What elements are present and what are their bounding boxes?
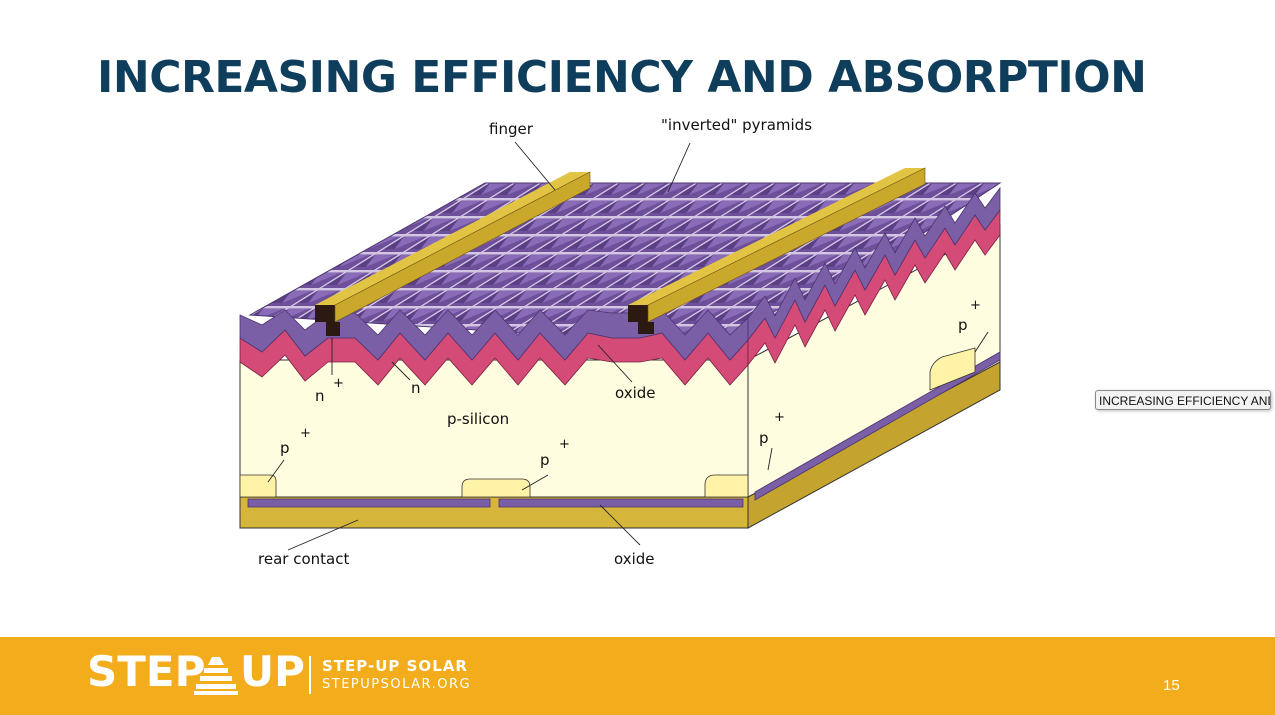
label-n-plus: n <box>315 387 325 405</box>
leader-lines <box>267 141 989 551</box>
label-n-plus-sup: + <box>333 376 344 391</box>
label-p-plus-side: p <box>958 316 968 334</box>
label-rear-contact: rear contact <box>258 550 350 568</box>
side-pyramid-edge <box>747 186 1001 342</box>
label-inverted-pyramids: "inverted" pyramids <box>661 116 813 134</box>
label-n: n <box>411 379 421 397</box>
label-p-plus-left-sup: + <box>300 426 311 441</box>
label-p-plus-corner: p <box>759 429 769 447</box>
brand-name: STEP-UP SOLAR <box>322 657 468 675</box>
tooltip: INCREASING EFFICIENCY AND ... <box>1095 390 1271 410</box>
p-plus-region <box>704 474 749 498</box>
slide-title: INCREASING EFFICIENCY AND ABSORPTION <box>97 52 1147 103</box>
page-number: 15 <box>1163 677 1180 694</box>
oxide-strip <box>498 498 744 508</box>
label-finger: finger <box>489 120 533 138</box>
label-p-plus-mid-sup: + <box>559 437 570 452</box>
label-p-plus-left: p <box>280 439 290 457</box>
brand-url: STEPUPSOLAR.ORG <box>322 677 472 692</box>
label-oxide-bottom: oxide <box>614 550 655 568</box>
label-p-plus-side-sup: + <box>970 298 981 313</box>
oxide-strip-side <box>754 351 1001 501</box>
logo-step-text: STEP <box>87 647 206 696</box>
label-p-silicon: p-silicon <box>447 410 510 428</box>
p-plus-region <box>929 347 976 391</box>
p-plus-region <box>239 474 277 498</box>
p-plus-region <box>461 478 531 498</box>
logo-divider <box>309 656 311 694</box>
label-p-plus-corner-sup: + <box>774 410 785 425</box>
finger-contact <box>315 171 591 336</box>
oxide-strip <box>247 498 491 508</box>
stairs-icon <box>194 657 238 695</box>
finger-contact <box>628 167 926 334</box>
label-p-plus-mid: p <box>540 451 550 469</box>
label-oxide-top: oxide <box>615 384 656 402</box>
logo-up-text: UP <box>240 647 305 696</box>
